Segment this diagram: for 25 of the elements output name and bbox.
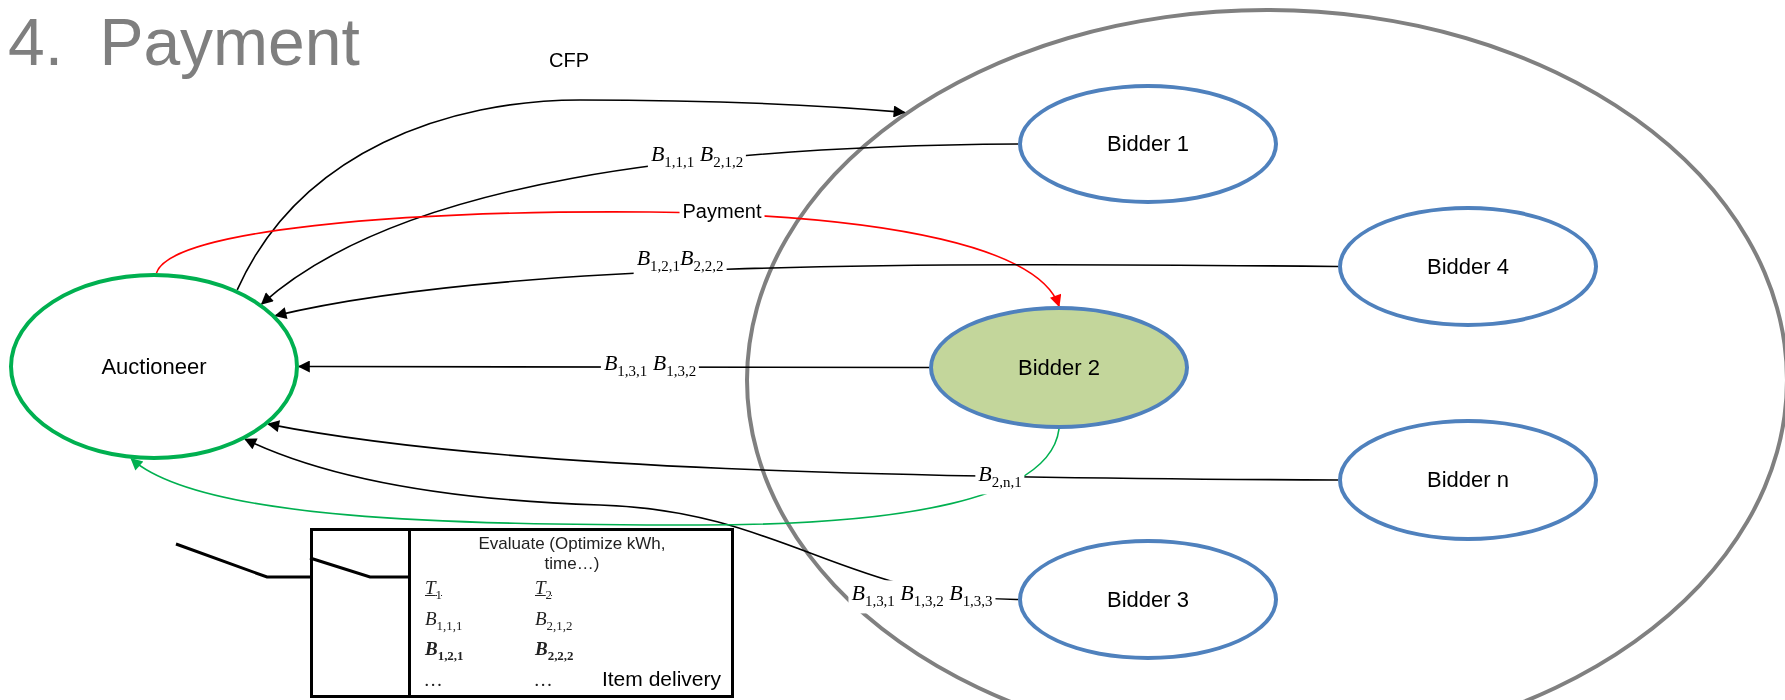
node-text: Item delivery [601, 667, 721, 691]
arrow [155, 211, 1060, 308]
node-text: Bidder n [1427, 467, 1509, 493]
node-text: Bidder 2 [1018, 354, 1100, 381]
slide-title: 4. Payment [8, 4, 360, 80]
table-cell-text: B$_{2,1,2}$ [534, 606, 573, 635]
node-text: Bidder 4 [1427, 253, 1509, 280]
leader-line [175, 542, 310, 579]
table-cell-text: B$_{1,1,1}$ [424, 606, 463, 635]
arrow [130, 428, 1060, 526]
arrow [274, 263, 1339, 320]
table-cell-text: … [424, 667, 442, 692]
table-cell-text: … [534, 667, 552, 692]
table-cell-text: B$_{1,2,1}$ [424, 637, 464, 665]
arrow [267, 420, 1339, 481]
table-cell-text: T$_{1}$ [424, 576, 443, 604]
arrow [236, 99, 906, 291]
edge-label: B$_{1,3,1}$ B$_{1,3,2}$ B$_{1,3,3}$ [848, 580, 996, 614]
table-cell-text: T$_{2}$ [534, 576, 553, 604]
table-cell-text: B$_{2,2,2}$ [534, 637, 574, 665]
node-text: Auctioneer [101, 353, 207, 380]
node-text: Evaluate (Optimize kWh, time…) [477, 534, 667, 574]
node-text: Bidder 3 [1107, 586, 1189, 613]
process-box [310, 528, 734, 698]
node-text: Bidder 1 [1107, 131, 1189, 157]
